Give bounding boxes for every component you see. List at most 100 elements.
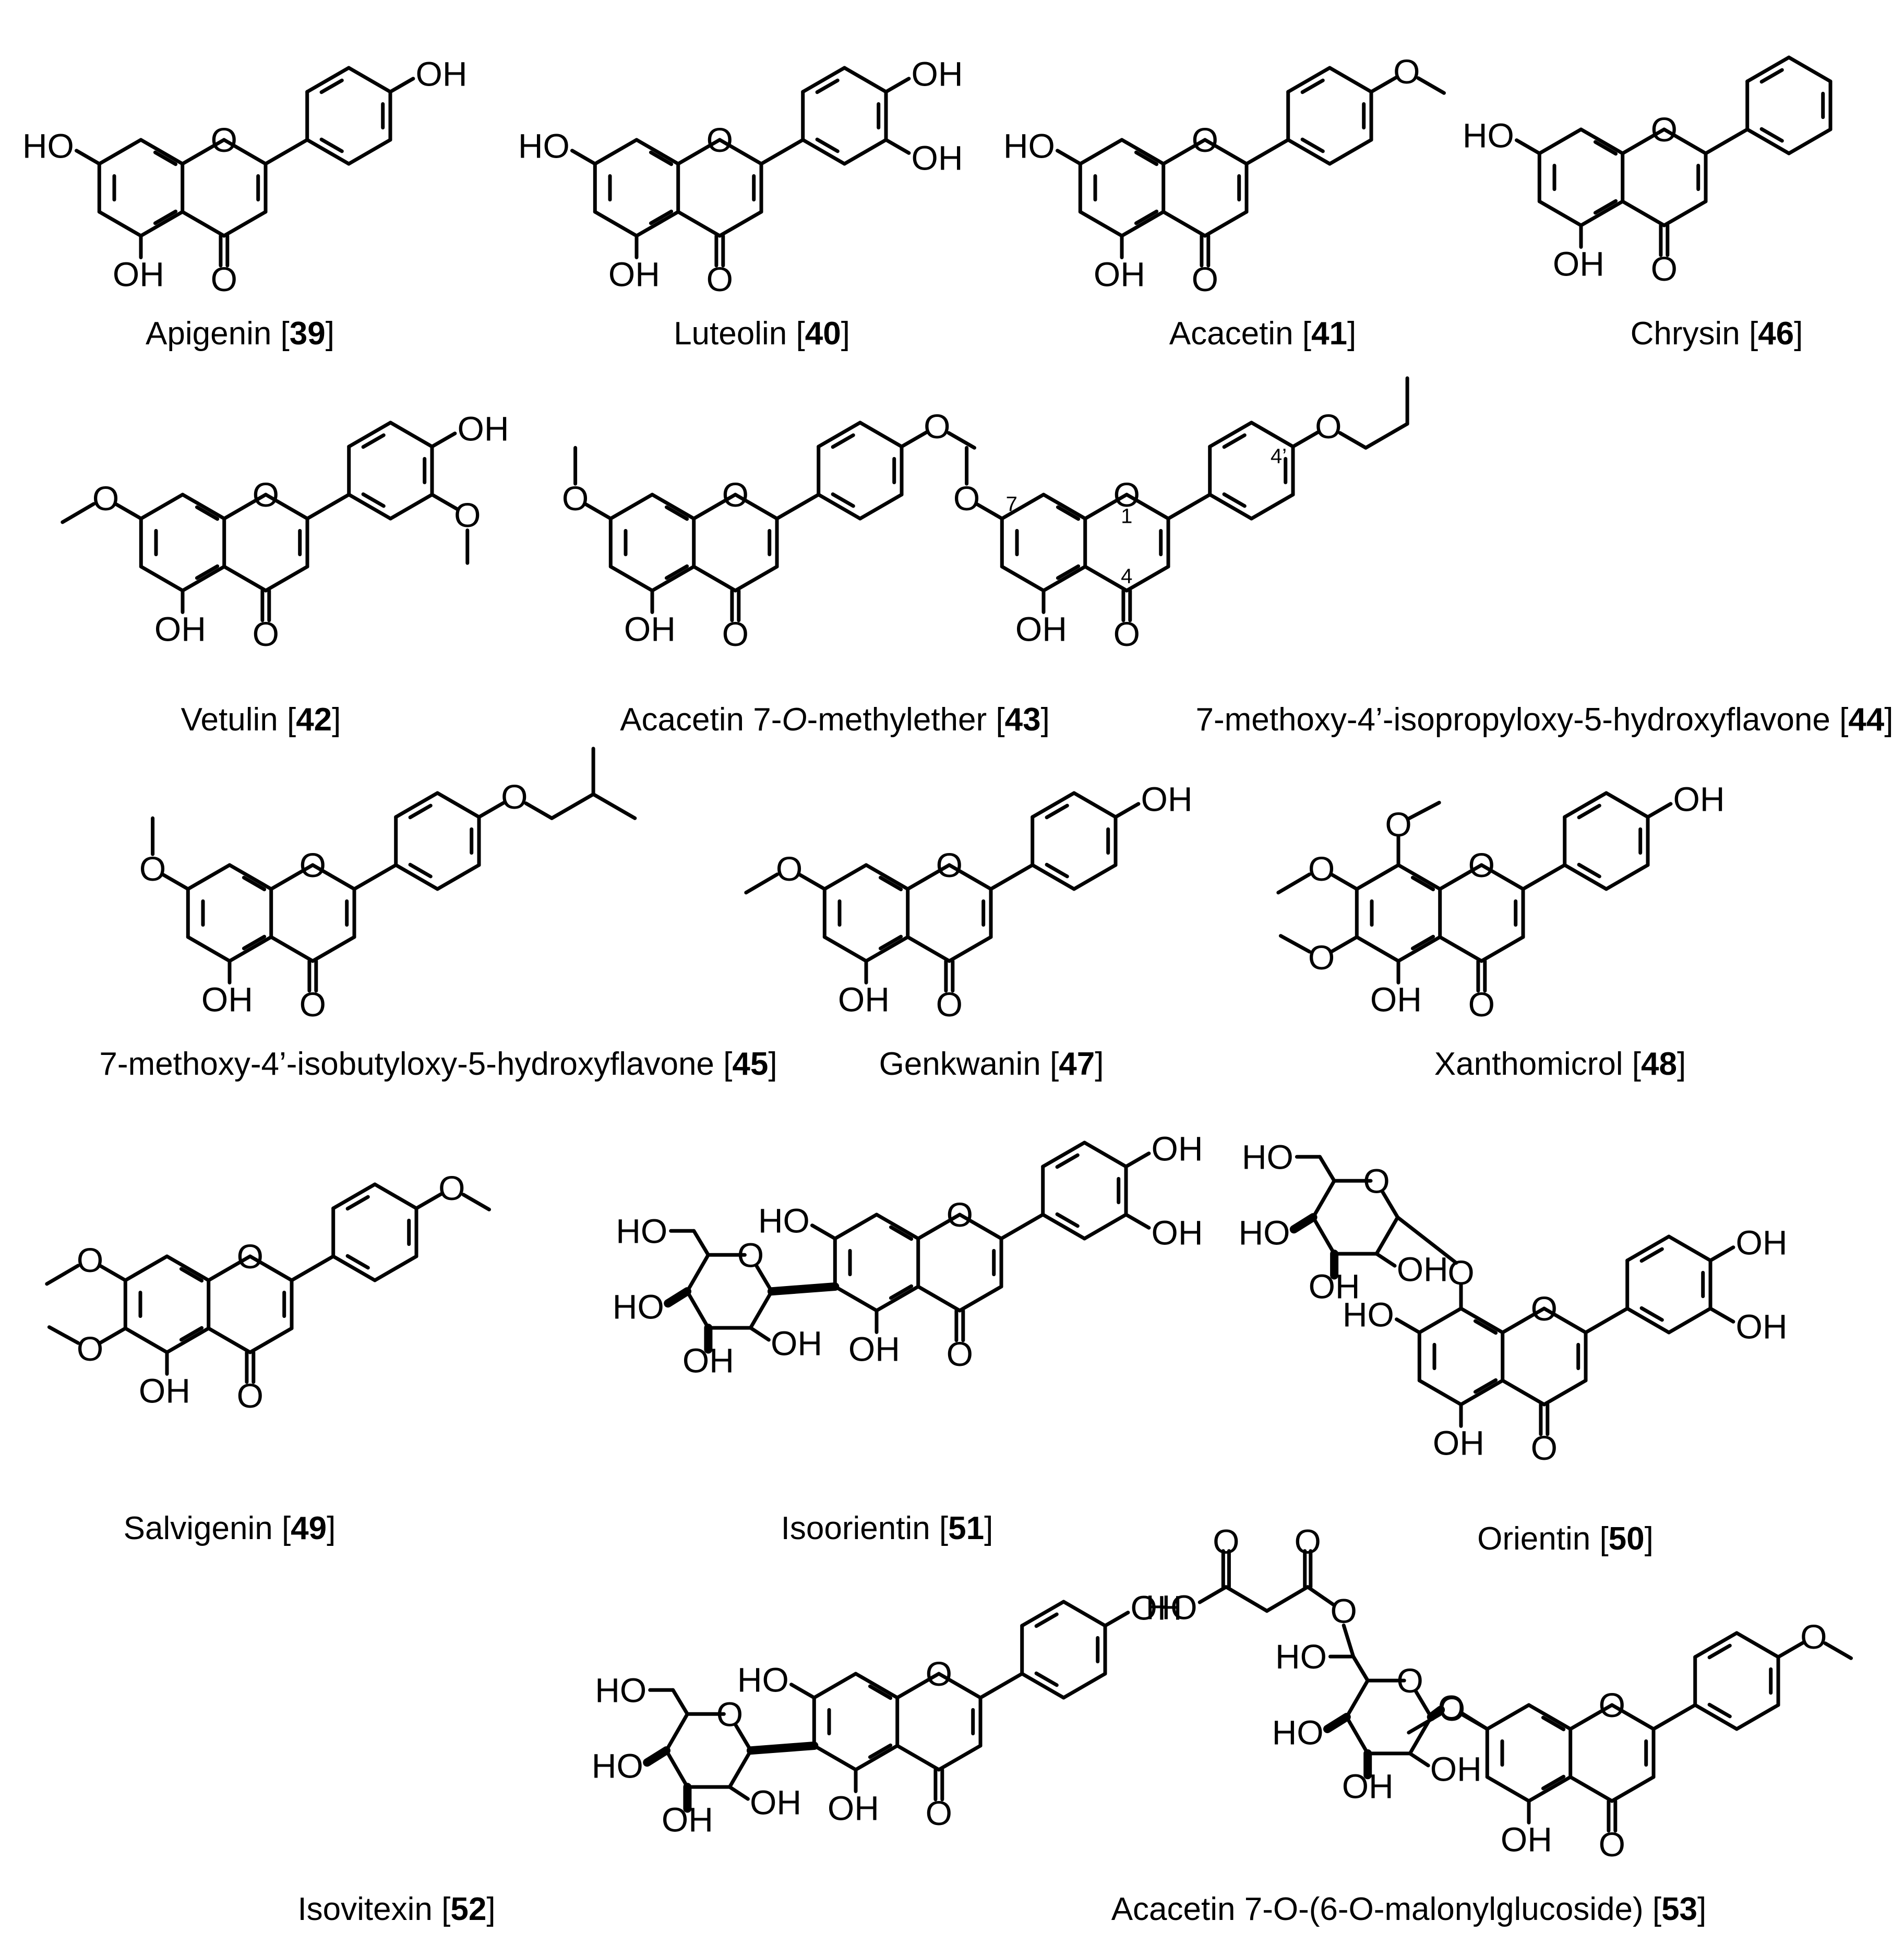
- bond-b-ring-arom: [817, 421, 862, 449]
- bond-c4prime-oh: [1113, 802, 1141, 819]
- bond: [1542, 1378, 1588, 1407]
- bond-b-ring: [388, 493, 434, 521]
- bond: [608, 565, 654, 593]
- compound-number: 40: [805, 316, 841, 352]
- bond-b-ring-arom: [394, 863, 439, 891]
- bond-c2-c1prime: [1166, 493, 1212, 521]
- bond-c2-c1prime: [290, 1254, 336, 1282]
- c4prime-ether-oxygen: O: [1800, 1617, 1827, 1656]
- compound-number: 43: [1005, 702, 1041, 738]
- bond-c3prime-oh: [1708, 1306, 1735, 1324]
- malonyl-acid-hydroxyl: HO: [1146, 1588, 1198, 1626]
- c5-hydroxyl: OH: [1433, 1424, 1484, 1462]
- sugar-c2-hydroxyl: OH: [1430, 1749, 1482, 1788]
- compound-number: 48: [1641, 1046, 1677, 1082]
- c5-hydroxyl: OH: [1015, 610, 1067, 649]
- bond-b-ring: [388, 421, 434, 449]
- carbonyl-oxygen: O: [237, 1376, 264, 1415]
- methoxy-methyl: [1276, 872, 1312, 895]
- bond-arom: [227, 935, 273, 963]
- malonyl-bond: [1306, 1585, 1336, 1607]
- bond: [1078, 138, 1124, 166]
- alkyl-chain: [947, 431, 976, 450]
- bond-c4prime-o: [477, 800, 507, 819]
- bond-arom-inner: [889, 1225, 914, 1241]
- bond-c8a-o1: [181, 138, 226, 166]
- bond-c4prime-o: [1291, 430, 1321, 449]
- sugar-c6-bond: [692, 1229, 710, 1257]
- methoxy-methyl: [744, 872, 780, 895]
- bond-c7-oh: [1395, 1317, 1421, 1335]
- bond-b-ring: [842, 138, 888, 166]
- bond-c4prime-o: [1776, 1640, 1806, 1659]
- bond-c8a-o1: [1438, 863, 1483, 891]
- bond-b-ring-arom-inner: [815, 78, 840, 94]
- alkyl-chain: [1364, 422, 1409, 450]
- bond: [1485, 1703, 1531, 1731]
- alkyl-chain: [461, 1193, 491, 1211]
- bond-arom-inner: [868, 1684, 893, 1700]
- alkyl-chain: [1416, 76, 1446, 95]
- c5-hydroxyl: OH: [1094, 255, 1145, 294]
- sugar-c2-oh-bond: [1374, 1252, 1397, 1268]
- compound-number: 41: [1311, 316, 1347, 352]
- bond: [916, 1284, 962, 1313]
- bond-b-ring-arom: [1745, 127, 1791, 155]
- c5-hydroxyl: OH: [838, 980, 890, 1019]
- bond-b-ring-arom: [817, 493, 862, 521]
- compound-caption-c42: Vetulin [42]: [181, 702, 341, 738]
- compound-caption-c45: 7-methoxy-4’-isobutyloxy-5-hydroxyflavon…: [99, 1046, 777, 1082]
- bond-b-ring: [1249, 493, 1295, 521]
- sugar-c3-hydroxyl: OH: [1309, 1267, 1360, 1306]
- bond-c4prime-oh: [884, 77, 911, 94]
- bond-arom-inner: [664, 505, 689, 521]
- bond-arom: [1527, 1703, 1573, 1731]
- malonyl-bond: [1198, 1585, 1228, 1604]
- bond-b-ring-arom: [331, 1254, 377, 1282]
- bond-arom-inner: [664, 564, 689, 580]
- bond-b-ring-arom-inner: [1300, 137, 1325, 153]
- sugar-c4-hydroxyl: HO: [613, 1288, 664, 1326]
- bond-arom-inner: [1473, 1319, 1498, 1335]
- bond-b-ring-arom: [1563, 791, 1608, 819]
- bond: [593, 138, 639, 166]
- sugar-c4-hydroxyl: HO: [1239, 1214, 1290, 1252]
- bond: [1537, 199, 1583, 227]
- bond-b-ring: [1061, 1600, 1107, 1628]
- bond-arom: [1459, 1378, 1505, 1407]
- bond: [269, 935, 315, 963]
- bond: [186, 935, 232, 963]
- bond-arom: [1579, 127, 1625, 155]
- bond-b-ring-arom: [305, 66, 351, 94]
- bond: [1355, 863, 1400, 891]
- ring-oxygen-o1: O: [253, 475, 279, 514]
- bond-b-ring: [1604, 791, 1650, 819]
- caption-name: Salvigenin: [124, 1510, 273, 1546]
- bond: [181, 210, 226, 238]
- bond-b-ring-arom: [331, 1182, 377, 1210]
- sugar-c6-bond: [1318, 1155, 1336, 1183]
- carbonyl-oxygen: O: [300, 985, 326, 1024]
- bond-b-ring-arom-inner: [408, 862, 433, 879]
- sugar-c6-bond: [1351, 1654, 1370, 1683]
- bond-arom: [875, 1212, 920, 1241]
- bond-o1-c2: [222, 138, 268, 166]
- bond-c2-c1prime: [264, 138, 309, 166]
- sugar-c4-oh-bond: [1289, 1213, 1318, 1234]
- bond-c3prime-oh: [1124, 1212, 1151, 1230]
- bond-b-ring-arom: [1208, 493, 1253, 521]
- sugar-c6-ester-bond: [1342, 1623, 1356, 1659]
- bond: [937, 1744, 983, 1772]
- bond-b-ring-arom: [394, 791, 439, 819]
- bond-b-ring-arom-inner: [1639, 1247, 1664, 1263]
- bond: [123, 1326, 169, 1354]
- bond: [1124, 565, 1170, 593]
- bond-b-ring-arom: [305, 138, 351, 166]
- c7-hydroxyl: HO: [737, 1661, 789, 1699]
- carbonyl-oxygen: O: [1599, 1825, 1625, 1864]
- bond-b-ring-arom-inner: [408, 803, 433, 820]
- bond: [1438, 935, 1483, 963]
